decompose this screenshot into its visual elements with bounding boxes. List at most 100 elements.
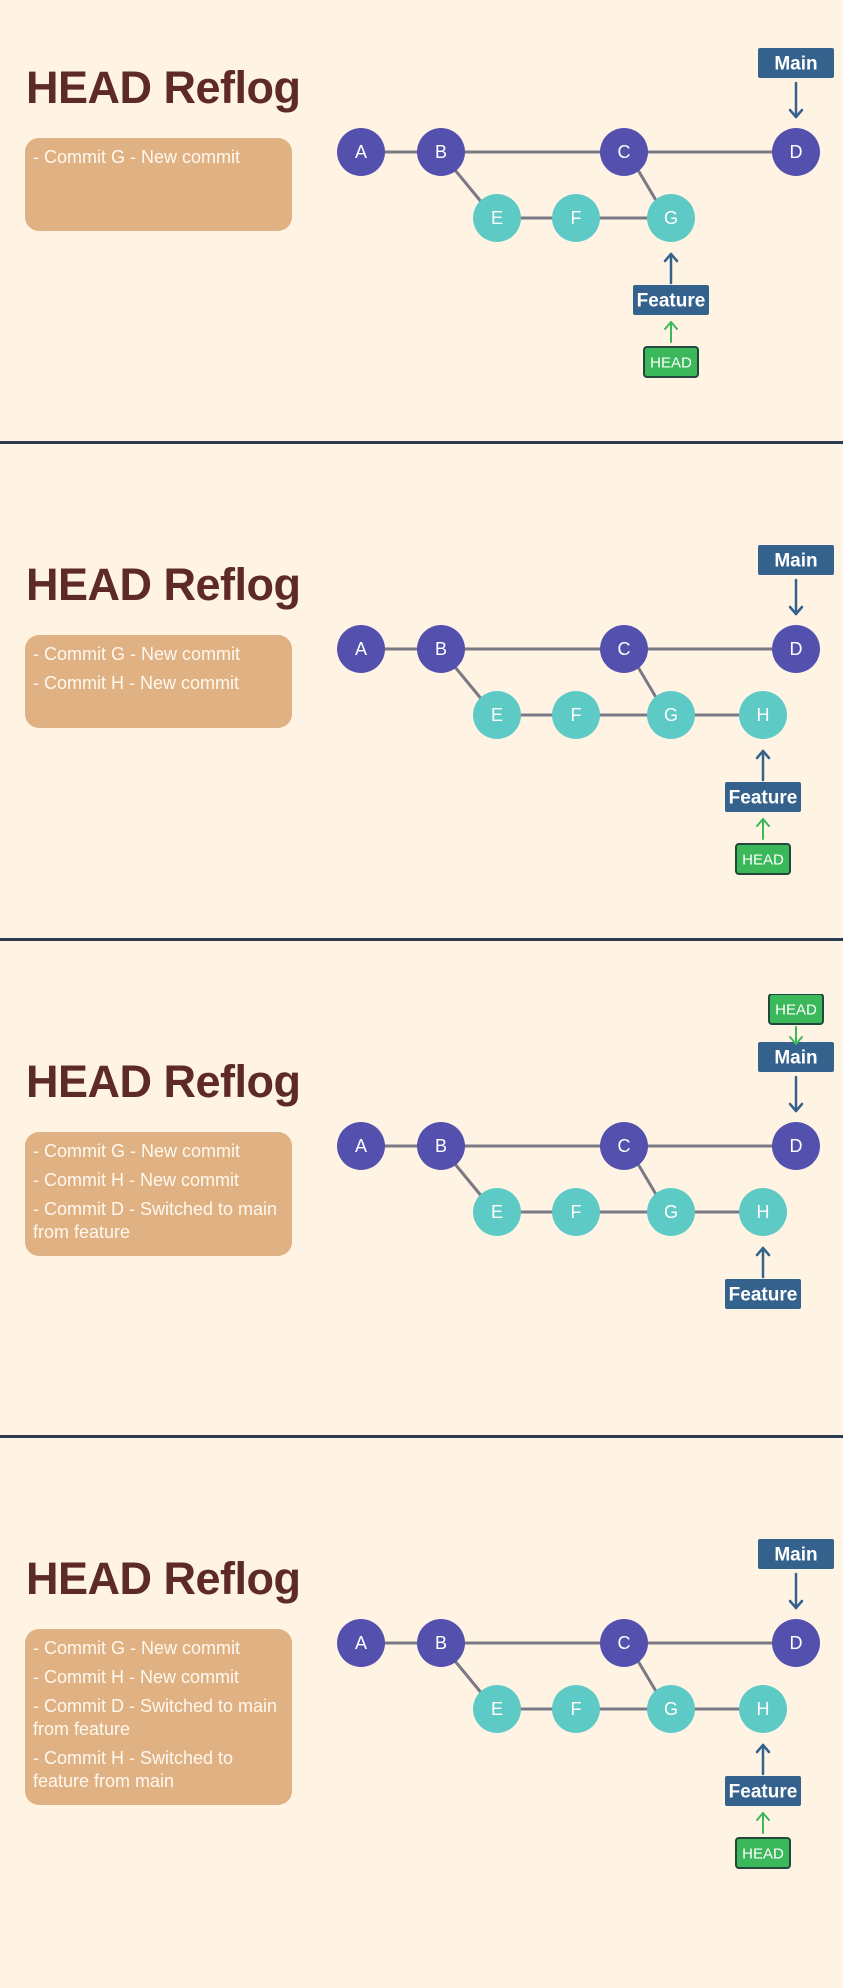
commit-h: H <box>739 1188 787 1236</box>
commit-b: B <box>417 625 465 673</box>
commit-label: A <box>355 142 367 162</box>
head-label: HEAD <box>735 843 791 875</box>
page-title: HEAD Reflog <box>26 559 301 610</box>
feature-branch-label: Feature <box>725 782 801 812</box>
feature-pointer-arrow <box>755 1743 771 1776</box>
commit-node <box>417 128 465 176</box>
reflog-entry: - Commit H - New commit <box>33 1667 239 1687</box>
feature-branch-label: Feature <box>725 1279 801 1309</box>
commit-node <box>772 1619 820 1667</box>
commit-a: A <box>337 1619 385 1667</box>
commit-d: D <box>772 128 820 176</box>
commit-b: B <box>417 1122 465 1170</box>
commit-label: C <box>618 142 631 162</box>
reflog-entry: - Commit G - New commit <box>33 147 240 167</box>
branch-edge-b-e <box>453 1162 485 1200</box>
commit-f: F <box>552 194 600 242</box>
commit-label: B <box>435 639 447 659</box>
commit-f: F <box>552 691 600 739</box>
reflog-entry: - Commit D - Switched to main from featu… <box>33 1199 278 1242</box>
branch-label-text: Feature <box>729 1285 798 1306</box>
commit-label: A <box>355 1633 367 1653</box>
page-title: HEAD Reflog <box>26 62 301 113</box>
head-label: HEAD <box>735 1837 791 1869</box>
branch-edge-b-e <box>453 665 485 703</box>
commit-label: A <box>355 639 367 659</box>
commit-label: C <box>618 1633 631 1653</box>
commit-label: G <box>664 1202 678 1222</box>
commit-d: D <box>772 625 820 673</box>
commit-node <box>647 691 695 739</box>
commit-c: C <box>600 1619 648 1667</box>
reflog-panel-3: HEAD Reflog- Commit G - New commit- Comm… <box>0 994 843 1491</box>
commit-label: A <box>355 1136 367 1156</box>
branch-edge-b-e <box>453 168 485 206</box>
feature-pointer-arrow <box>663 252 679 285</box>
commit-label: D <box>790 1633 803 1653</box>
feature-branch-label: Feature <box>633 285 709 315</box>
branch-label-text: Feature <box>729 1782 798 1803</box>
commit-label: G <box>664 208 678 228</box>
commit-node <box>647 1188 695 1236</box>
branch-label-text: Feature <box>637 291 706 312</box>
feature-branch-label: Feature <box>725 1776 801 1806</box>
commit-label: F <box>571 705 582 725</box>
branch-label-text: Main <box>774 54 817 75</box>
merge-edge-c-g <box>636 1162 659 1198</box>
main-pointer-arrow <box>788 1572 804 1610</box>
commit-label: D <box>790 142 803 162</box>
commit-node <box>600 625 648 673</box>
commit-label: D <box>790 639 803 659</box>
branch-edge-b-e <box>453 1659 485 1697</box>
reflog-panel-2: HEAD Reflog- Commit G - New commit- Comm… <box>0 497 843 994</box>
feature-pointer-arrow <box>755 1246 771 1279</box>
commit-label: B <box>435 1136 447 1156</box>
commit-g: G <box>647 194 695 242</box>
commit-c: C <box>600 1122 648 1170</box>
commit-label: D <box>790 1136 803 1156</box>
merge-edge-c-g <box>636 665 659 701</box>
main-pointer-arrow <box>788 1075 804 1113</box>
merge-edge-c-g <box>636 168 659 204</box>
commit-node <box>552 1188 600 1236</box>
commit-node <box>600 1619 648 1667</box>
commit-e: E <box>473 1188 521 1236</box>
commit-label: E <box>491 705 503 725</box>
main-branch-label: Main <box>758 1539 834 1569</box>
commit-a: A <box>337 1122 385 1170</box>
commit-label: E <box>491 1202 503 1222</box>
reflog-entry: - Commit G - New commit <box>33 644 240 664</box>
commit-node <box>647 1685 695 1733</box>
commit-f: F <box>552 1188 600 1236</box>
panel-divider <box>0 441 843 444</box>
commit-node <box>417 1619 465 1667</box>
commit-label: H <box>757 1202 770 1222</box>
head-pointer-arrow <box>756 1812 770 1834</box>
commit-h: H <box>739 1685 787 1733</box>
commit-label: F <box>571 1699 582 1719</box>
reflog-panel-4: HEAD Reflog- Commit G - New commit- Comm… <box>0 1491 843 1988</box>
commit-node <box>337 128 385 176</box>
commit-label: F <box>571 208 582 228</box>
head-label: HEAD <box>643 346 699 378</box>
branch-label-text: Main <box>774 1545 817 1566</box>
commit-node <box>772 625 820 673</box>
commit-label: H <box>757 1699 770 1719</box>
commit-label: E <box>491 208 503 228</box>
commit-c: C <box>600 128 648 176</box>
main-branch-label: Main <box>758 1042 834 1072</box>
commit-node <box>473 691 521 739</box>
reflog-entry: - Commit H - Switched to feature from ma… <box>33 1748 234 1791</box>
commit-node <box>417 1122 465 1170</box>
commit-g: G <box>647 691 695 739</box>
reflog-entry: - Commit D - Switched to main from featu… <box>33 1696 278 1739</box>
feature-pointer-arrow <box>755 749 771 782</box>
branch-label-text: Feature <box>729 788 798 809</box>
branch-label-text: Main <box>774 551 817 572</box>
commit-node <box>647 194 695 242</box>
commit-label: H <box>757 705 770 725</box>
